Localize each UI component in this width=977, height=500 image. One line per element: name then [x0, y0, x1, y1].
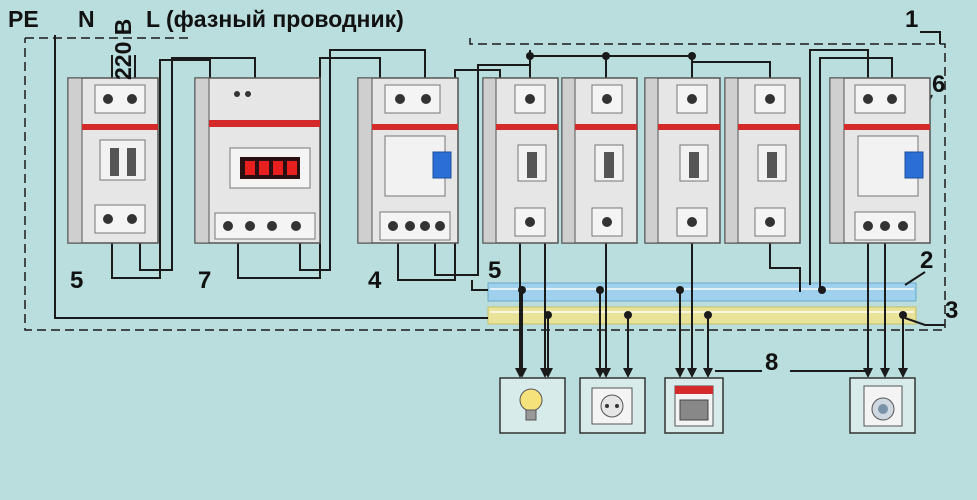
breaker-module-3 [644, 77, 721, 244]
callout-5-main: 5 [70, 267, 83, 294]
light-bulb-icon [499, 377, 566, 434]
enclosure-border [24, 38, 946, 331]
label-neutral: N [78, 6, 95, 32]
neutral-bus [487, 282, 917, 302]
callout-2: 2 [920, 247, 933, 274]
pe-bus [487, 306, 917, 325]
electricity-meter-module [194, 77, 321, 244]
label-voltage: 220 В [110, 19, 136, 80]
washing-machine-icon [849, 377, 916, 434]
main-breaker-module [67, 77, 159, 244]
rcd-module-6 [829, 77, 931, 244]
callout-6: 6 [932, 71, 945, 98]
callout-1: 1 [905, 6, 918, 33]
callout-4: 4 [368, 267, 382, 294]
junction-dots [518, 52, 907, 319]
callout-8: 8 [765, 349, 778, 376]
breaker-module-2 [561, 77, 638, 244]
breaker-module-4 [724, 77, 801, 244]
label-pe: PE [8, 6, 39, 32]
label-phase: L (фазный проводник) [146, 6, 404, 32]
rcd-module [357, 77, 459, 244]
callout-7: 7 [198, 267, 211, 294]
callout-5-group: 5 [488, 257, 501, 284]
callout-3: 3 [945, 297, 958, 324]
arrows [515, 368, 908, 378]
electric-stove-icon [664, 377, 724, 434]
socket-icon [579, 377, 646, 434]
breaker-module-1 [482, 77, 559, 244]
